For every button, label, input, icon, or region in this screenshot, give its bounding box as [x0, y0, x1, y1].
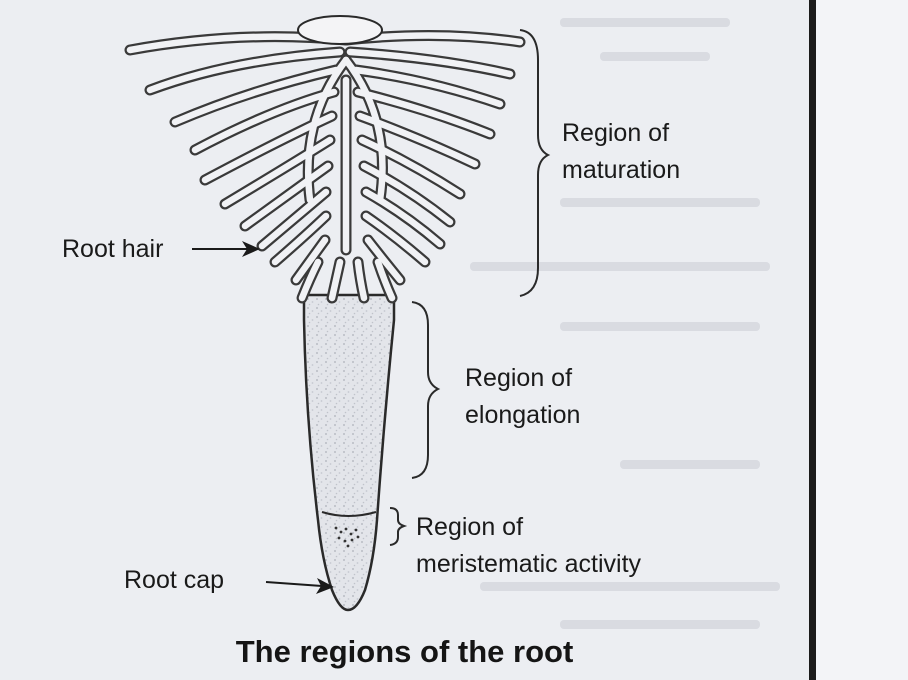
- root-diagram: [124, 15, 551, 612]
- root-hairs: [124, 29, 526, 304]
- label-meristematic-line1: Region of: [416, 513, 524, 541]
- brace-elongation: [411, 301, 441, 479]
- meristem-dots: [334, 526, 360, 548]
- brace-maturation: [519, 29, 551, 297]
- page-border-rule: [809, 0, 816, 680]
- brace-meristematic: [389, 507, 408, 546]
- label-maturation-line1: Region of: [562, 119, 670, 147]
- pointer-root-hair: [192, 241, 260, 257]
- label-root-cap: Root cap: [124, 566, 225, 594]
- root-cut-end: [297, 15, 383, 45]
- root-body: [302, 293, 396, 612]
- label-elongation-line1: Region of: [465, 364, 573, 392]
- label-maturation-line2: maturation: [562, 156, 681, 184]
- label-root-hair: Root hair: [62, 235, 164, 263]
- figure-caption: The regions of the root: [235, 634, 574, 669]
- root-cap-outline: [321, 511, 377, 517]
- label-meristematic-line2: meristematic activity: [416, 550, 642, 578]
- page-margin: [816, 0, 908, 680]
- pointer-root-cap: [265, 578, 334, 594]
- label-elongation-line2: elongation: [465, 401, 581, 429]
